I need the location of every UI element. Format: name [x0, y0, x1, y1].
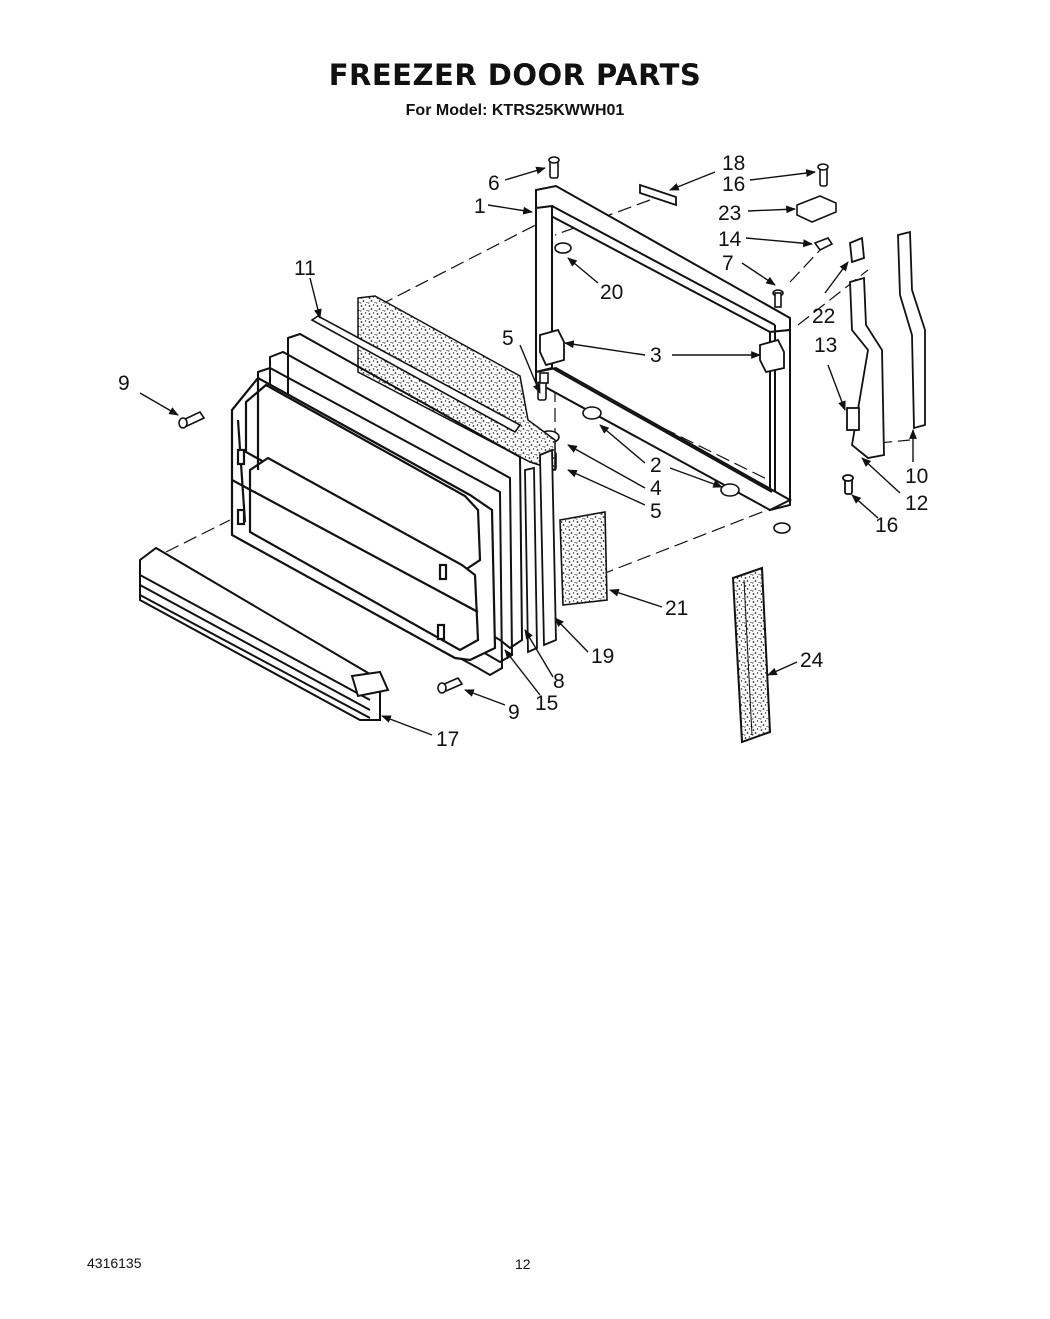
label-part-18: 18	[722, 152, 745, 175]
label-part-12: 12	[905, 492, 928, 515]
label-part-16: 16	[875, 514, 898, 537]
page-title: FREEZER DOOR PARTS	[328, 58, 702, 92]
label-part-16: 16	[722, 173, 745, 196]
model-subtitle: For Model: KTRS25KWWH01	[405, 102, 625, 119]
door-frame	[535, 184, 793, 512]
leader-arrows	[139, 166, 917, 736]
label-part-14: 14	[718, 228, 742, 251]
label-part-13: 13	[814, 334, 837, 357]
label-part-23: 23	[718, 202, 741, 225]
label-part-22: 22	[812, 305, 835, 328]
hinge-brackets	[539, 328, 785, 374]
label-part-20: 20	[600, 281, 623, 304]
label-part-4: 4	[650, 477, 662, 500]
label-part-5: 5	[502, 327, 514, 350]
label-part-11: 11	[294, 257, 316, 280]
side-rails	[524, 448, 557, 654]
label-part-5: 5	[650, 500, 662, 523]
label-part-1: 1	[474, 195, 486, 218]
part-17-bottom-trim	[139, 546, 390, 721]
label-part-19: 19	[591, 645, 614, 668]
part-number-labels: 6 1 18 16 23 14 7 20 11 5 3 22 13 9 2 4 …	[118, 152, 928, 751]
page-number: 12	[515, 1256, 531, 1272]
label-part-2: 2	[650, 454, 662, 477]
label-part-9: 9	[508, 701, 520, 724]
label-part-9: 9	[118, 372, 130, 395]
label-part-7: 7	[722, 252, 734, 275]
label-part-10: 10	[905, 465, 928, 488]
part-21-insulation	[559, 511, 608, 606]
label-part-24: 24	[800, 649, 824, 672]
label-part-17: 17	[436, 728, 459, 751]
label-part-15: 15	[535, 692, 558, 715]
label-part-21: 21	[665, 597, 688, 620]
part-18-strip	[639, 183, 677, 207]
label-part-3: 3	[650, 344, 662, 367]
label-part-8: 8	[553, 670, 565, 693]
document-number: 4316135	[87, 1255, 142, 1271]
door-inner-liner	[230, 376, 497, 662]
right-hinge-strips	[842, 230, 926, 495]
top-hinge-assembly	[796, 163, 837, 252]
label-part-6: 6	[488, 172, 500, 195]
part-24-gasket-block	[731, 566, 772, 744]
part-9-screws	[178, 410, 464, 694]
